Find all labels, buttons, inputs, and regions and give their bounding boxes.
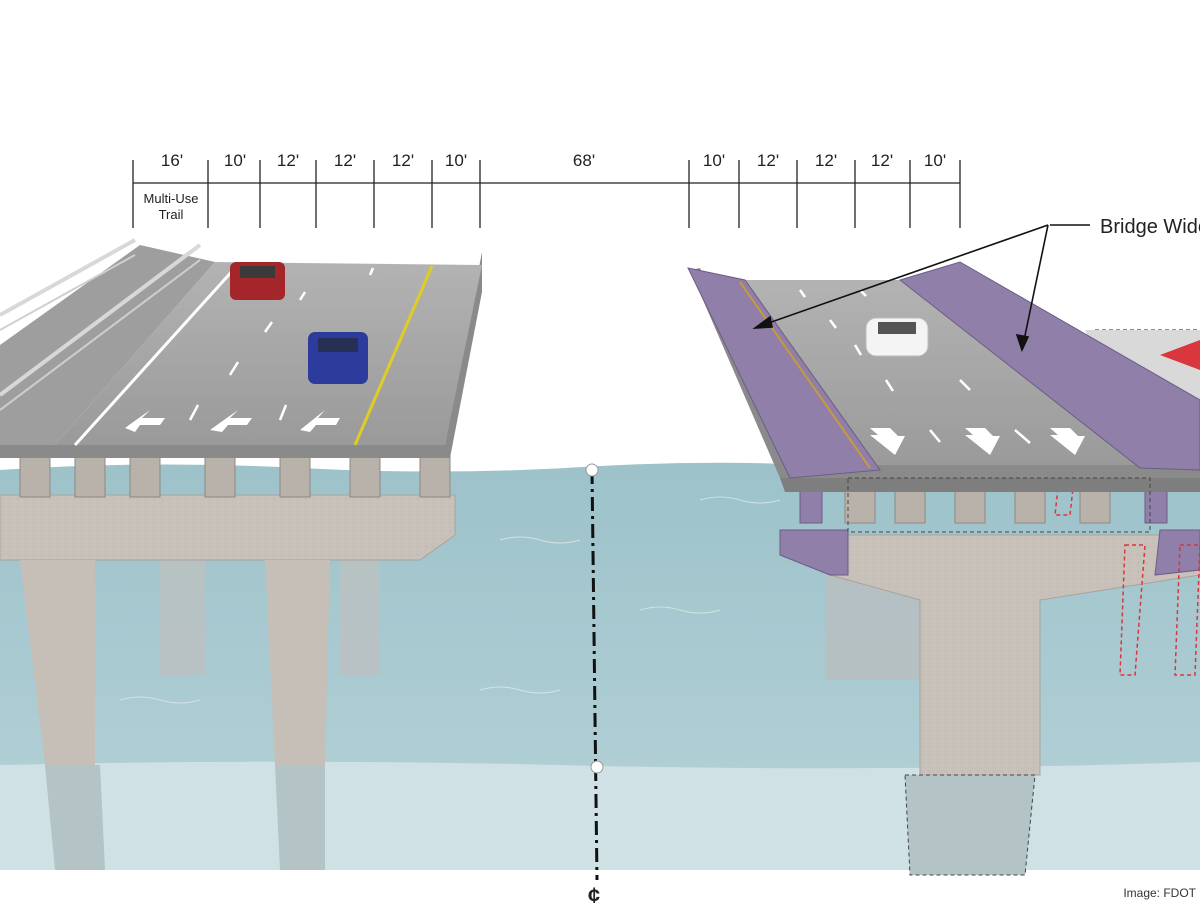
arrow-icon (125, 410, 340, 432)
dim-label: 12' (871, 151, 893, 170)
widened-bridge-right (687, 261, 1200, 876)
car (865, 317, 929, 357)
dim-label-trail: 16' (161, 151, 183, 170)
existing-bridge-left (0, 238, 482, 870)
trail-label: Multi-Use (144, 191, 199, 206)
dim-label: 12' (334, 151, 356, 170)
callout-label: Bridge Wide (1100, 216, 1200, 238)
callout-arrows (752, 224, 1090, 353)
arrow-icon (870, 428, 1085, 455)
dim-label: 12' (757, 151, 779, 170)
dim-label: 10' (924, 151, 946, 170)
trail-label: Trail (159, 207, 184, 222)
dim-label: 10' (445, 151, 467, 170)
dim-label: 10' (703, 151, 725, 170)
dimension-lines (132, 160, 961, 228)
dim-label-median: 68' (573, 151, 595, 170)
dim-label: 10' (224, 151, 246, 170)
centerline-icon: ¢ (588, 883, 600, 903)
dim-label: 12' (392, 151, 414, 170)
image-credit: Image: FDOT (1123, 886, 1196, 900)
centerline: ¢ (585, 463, 604, 903)
dim-label: 12' (815, 151, 837, 170)
dim-label: 12' (277, 151, 299, 170)
car (230, 262, 368, 384)
